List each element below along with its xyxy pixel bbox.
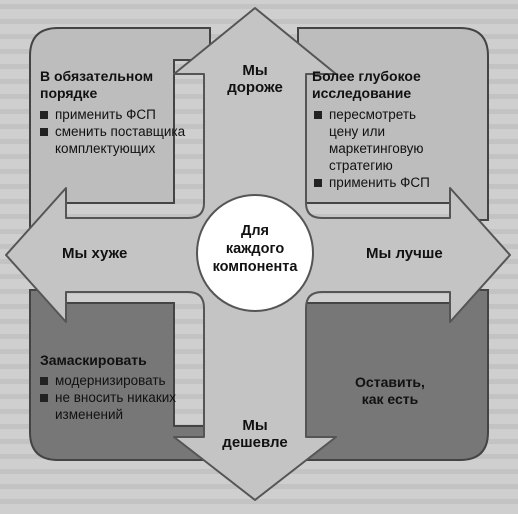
quadrant-bottom-left-title: Замаскировать (40, 352, 147, 368)
arrow-down-label: Мы дешевле (222, 417, 288, 452)
quadrant-bottom-left-box (29, 289, 211, 461)
center-circle (196, 194, 314, 312)
arrow-up-label: Мы дороже (227, 62, 283, 97)
list-item: применить ФСП (312, 174, 462, 191)
quadrant-top-right-title: Более глубокое исследование (312, 68, 421, 101)
quadrant-bottom-right-title: Оставить, как есть (355, 374, 425, 407)
quadrant-top-left-list: применить ФСП сменить поставщика комплек… (38, 106, 188, 157)
quadrant-top-left-box (29, 27, 211, 241)
quadrant-top-right-list: пересмотреть цену или маркетинговую стра… (312, 106, 462, 191)
background-text-line (0, 4, 518, 9)
center-label: Для каждого компонента (212, 223, 298, 275)
arrow-right-label: Мы лучше (366, 245, 443, 262)
background-text-line (0, 499, 518, 504)
quadrant-top-left-title: В обязательном порядке (40, 68, 154, 101)
quadrant-bottom-left-list: модернизировать не вносить никаких измен… (38, 372, 198, 423)
list-item: пересмотреть цену или маркетинговую стра… (312, 106, 462, 174)
list-item: применить ФСП (38, 106, 188, 123)
list-item: модернизировать (38, 372, 198, 389)
list-item: не вносить никаких изменений (38, 389, 198, 423)
arrow-left-label: Мы хуже (62, 245, 128, 262)
list-item: сменить поставщика комплектующих (38, 123, 188, 157)
